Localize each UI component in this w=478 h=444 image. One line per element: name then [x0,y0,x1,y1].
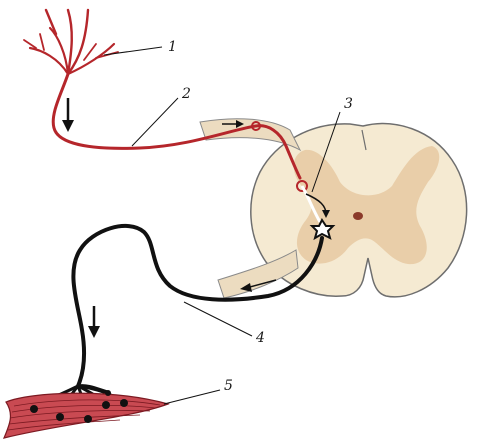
receptor-branch [68,44,114,74]
sensory-fiber [53,74,300,178]
leader-line-2 [132,98,178,146]
label-3: 3 [344,96,353,112]
leader-line-1 [104,47,162,55]
leader-line-4 [184,302,252,336]
end-plate [120,399,128,407]
label-5: 5 [224,378,233,394]
label-1: 1 [168,39,177,55]
end-plate [84,415,92,423]
central-canal [353,212,363,220]
leader-line-5 [164,390,220,404]
receptor-branch [24,40,36,48]
receptor-branch [84,44,96,60]
end-plate [102,401,110,409]
end-plate [105,390,111,396]
label-2: 2 [181,86,191,102]
receptor-branch [68,10,72,74]
receptor-branch [40,34,44,50]
arrow-down-motor [88,306,100,338]
end-plate [56,413,64,421]
receptor-branch [50,28,68,74]
label-4: 4 [255,330,265,346]
end-plate [30,405,38,413]
arrow-down-sensory [62,98,74,132]
